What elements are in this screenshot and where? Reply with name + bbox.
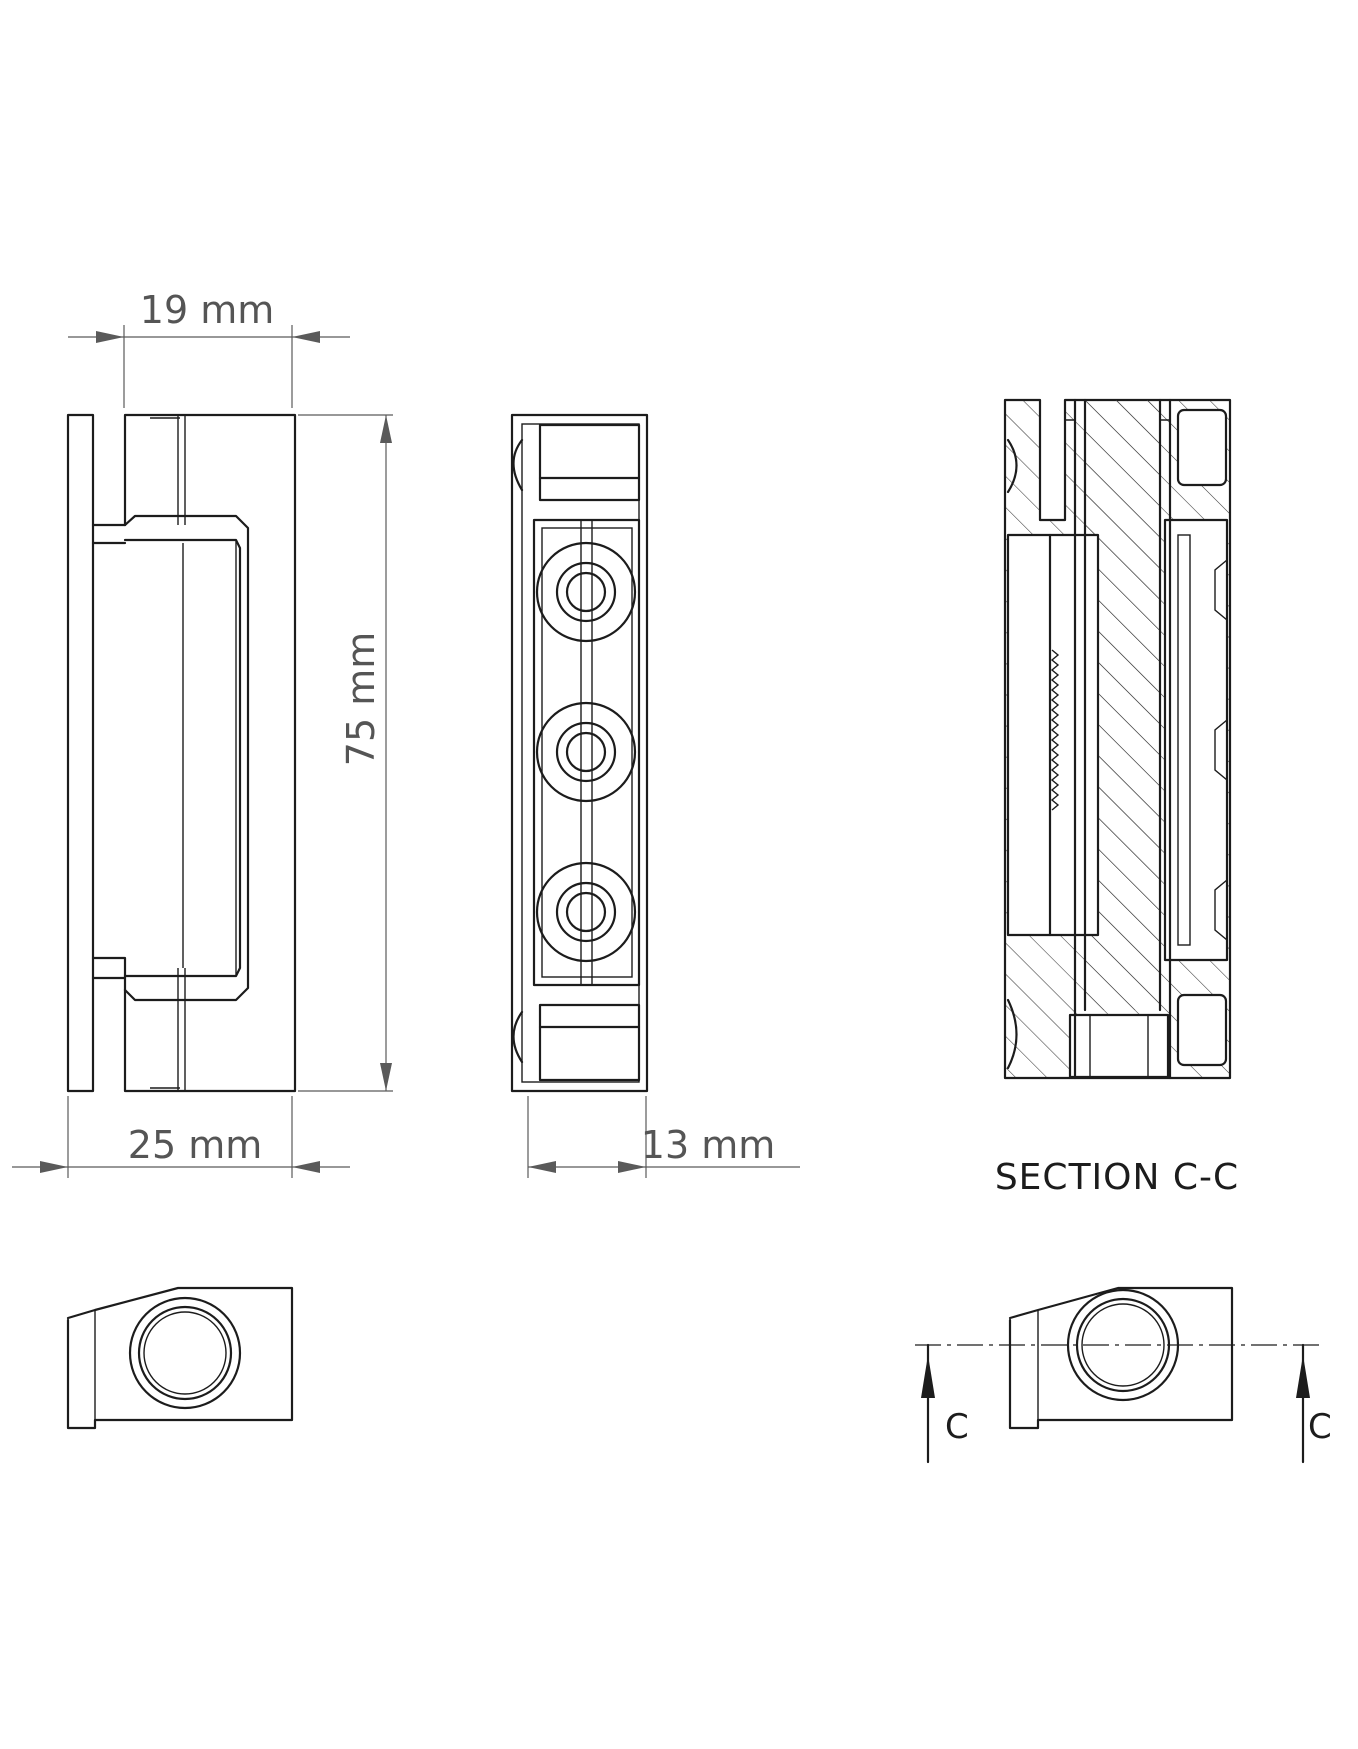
screw-hole-bottom <box>535 861 637 963</box>
front-dimensions <box>12 325 393 1178</box>
section-marker-right: C <box>1308 1407 1332 1447</box>
depth-label: 13 mm <box>641 1123 775 1167</box>
section-marker-left: C <box>945 1407 969 1447</box>
width-bottom-label: 25 mm <box>128 1123 262 1167</box>
top-view <box>66 1286 294 1430</box>
side-dimensions <box>527 1096 800 1178</box>
front-view <box>66 413 297 1093</box>
section-title: SECTION C-C <box>995 1157 1239 1198</box>
section-marker-view <box>915 1286 1325 1464</box>
screw-hole-top <box>535 541 637 643</box>
section-view <box>1003 398 1232 1080</box>
screw-hole-middle <box>535 701 637 803</box>
width-top-label: 19 mm <box>140 288 274 332</box>
side-view <box>510 413 649 1093</box>
height-label: 75 mm <box>339 632 383 766</box>
